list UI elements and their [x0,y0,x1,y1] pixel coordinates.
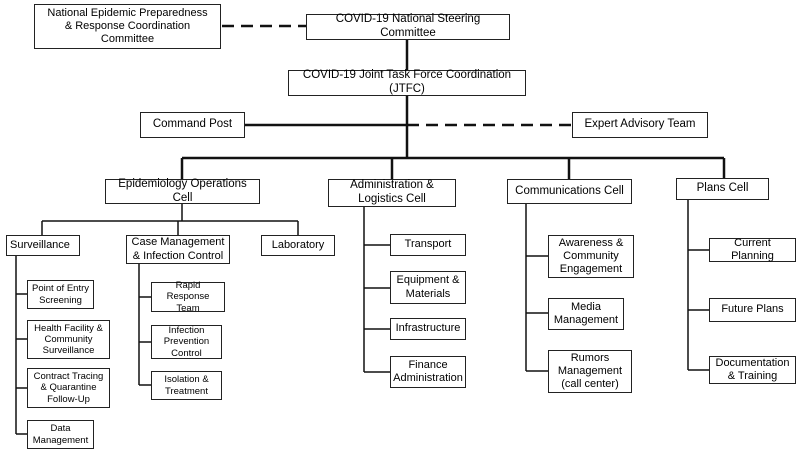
surveillance-item: Contract Tracing & Quarantine Follow-Up [27,368,110,408]
plans-item: Future Plans [709,298,796,322]
plans-item: Documentation & Training [709,356,796,384]
administration-cell-box: Administration & Logistics Cell [328,179,456,207]
plans-item: Current Planning [709,237,796,262]
steering-committee-box: COVID-19 National Steering Committee [306,13,510,40]
case-management-item: Infection Prevention Control [151,325,222,359]
national-committee-box: National Epidemic Preparedness & Respons… [34,4,221,49]
laboratory-box: Laboratory [261,235,335,256]
case-management-item: Rapid Response Team [151,280,225,314]
communications-item: Awareness & Community Engagement [548,235,634,278]
case-management-item: Isolation & Treatment [151,371,222,400]
administration-item: Transport [390,234,466,256]
case-management-box: Case Management & Infection Control [126,235,230,264]
command-post-box: Command Post [140,112,245,138]
administration-item: Infrastructure [390,318,466,340]
plans-cell-box: Plans Cell [676,178,769,200]
jtfc-box: COVID-19 Joint Task Force Coordination (… [288,69,526,96]
administration-item: Equipment & Materials [390,271,466,304]
surveillance-box: Surveillance [6,235,80,256]
surveillance-item: Health Facility & Community Surveillance [27,320,110,359]
administration-item: Finance Administration [390,356,466,388]
communications-cell-box: Communications Cell [507,179,632,204]
communications-item: Rumors Management (call center) [548,350,632,393]
epidemiology-cell-box: Epidemiology Operations Cell [105,178,260,204]
expert-advisory-box: Expert Advisory Team [572,112,708,138]
communications-item: Media Management [548,298,624,330]
surveillance-item: Data Management [27,420,94,449]
surveillance-item: Point of Entry Screening [27,280,94,309]
